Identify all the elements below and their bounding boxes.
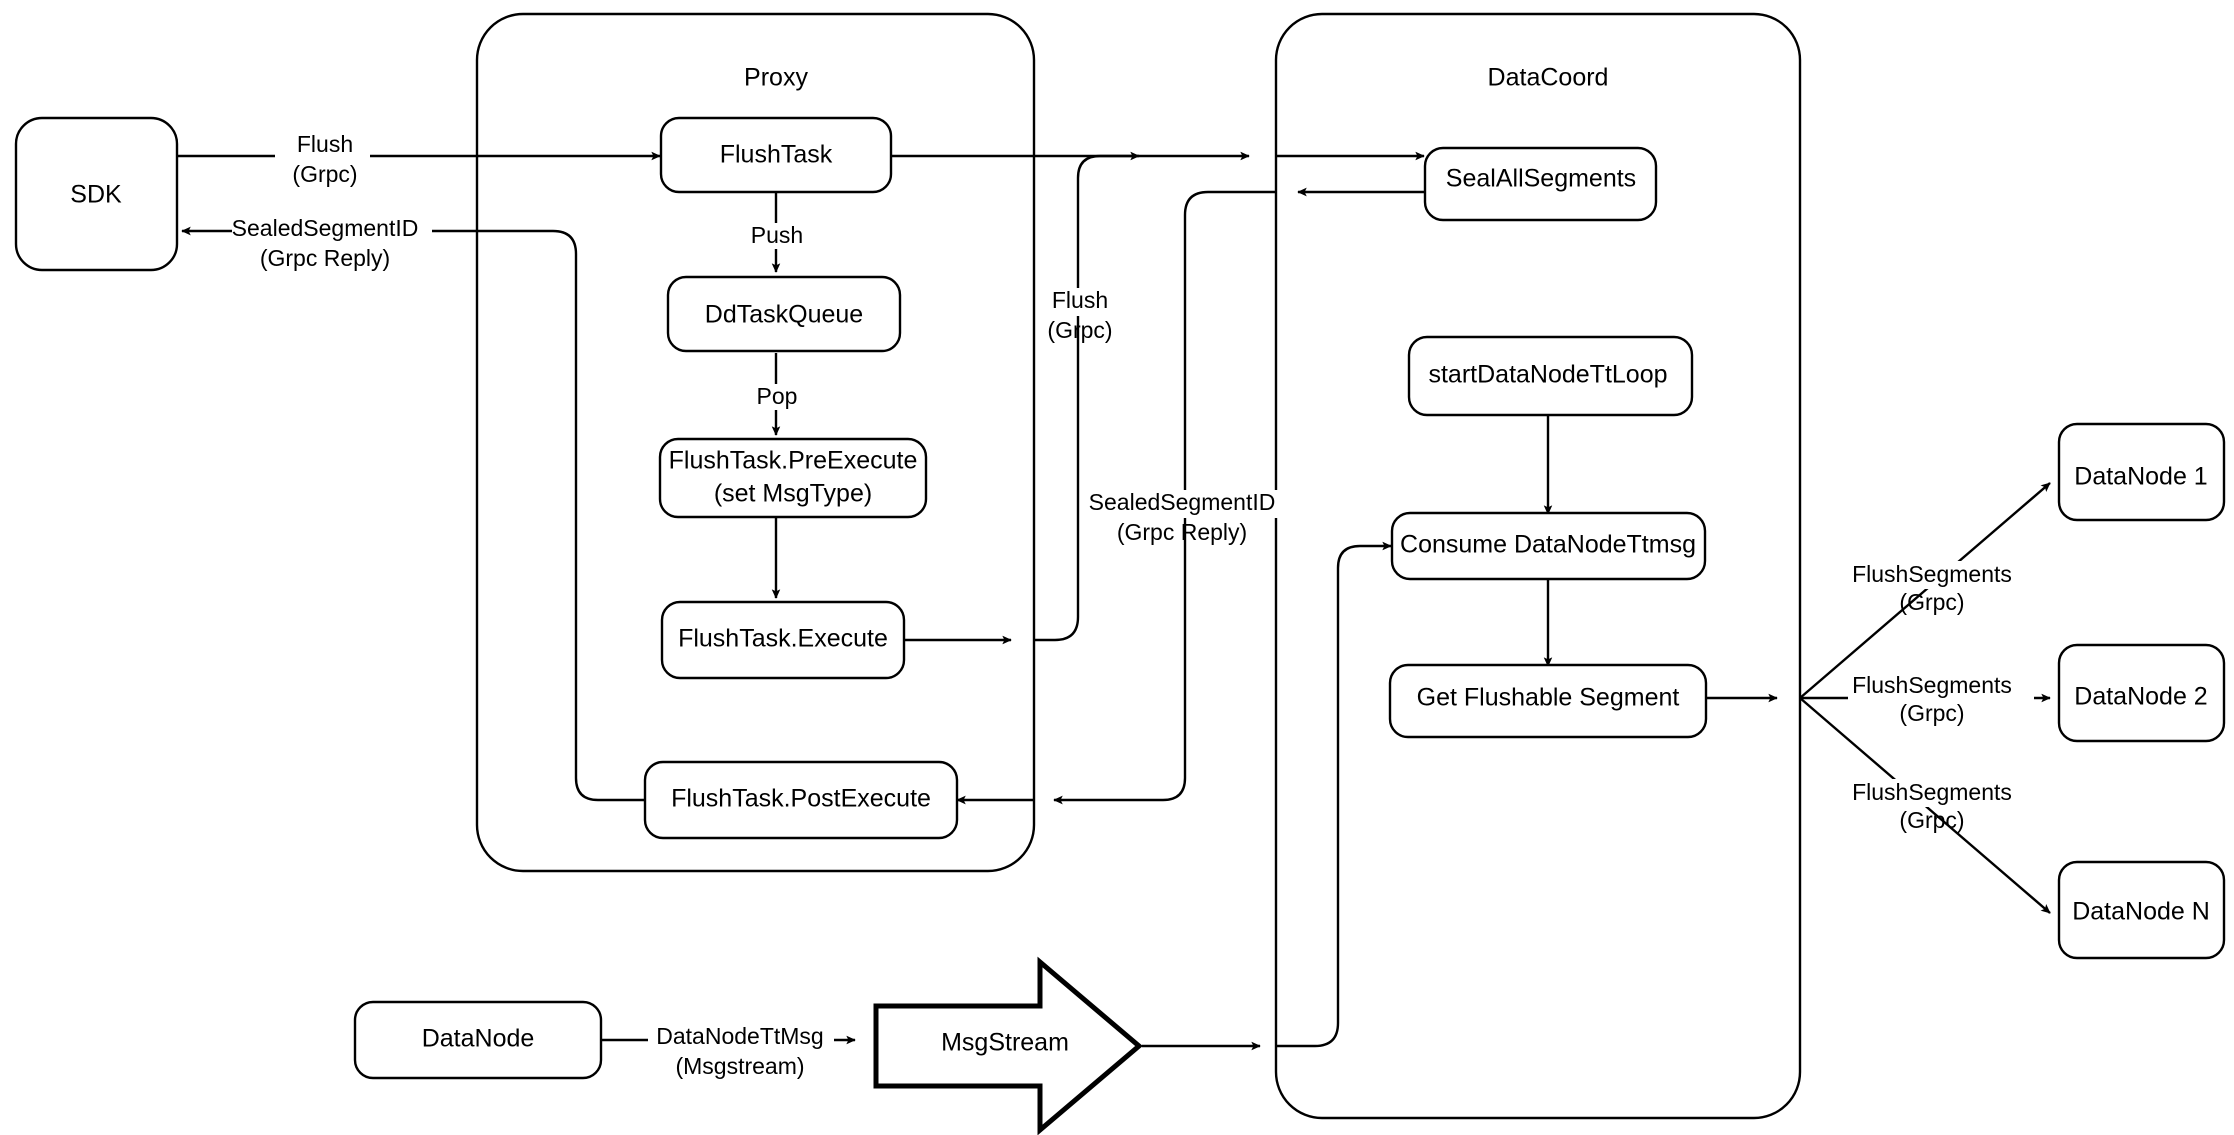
get-flushable-segment-box[interactable] (1388, 663, 1708, 739)
datacoord-title: DataCoord (1488, 64, 1609, 92)
node-flushtask[interactable]: FlushTask (659, 116, 893, 194)
node-sealallsegments[interactable]: SealAllSegments (1423, 146, 1658, 222)
label-coord-flush-line1: Flush (1052, 287, 1108, 313)
node-preexecute[interactable]: FlushTask.PreExecute (set MsgType) (658, 437, 928, 519)
label-sealedsegmentid-line1: SealedSegmentID (232, 215, 419, 241)
node-postexecute[interactable]: FlushTask.PostExecute (643, 760, 959, 840)
edge-label-coord-to-proxy-sealedsegmentid: SealedSegmentID (Grpc Reply) (1089, 489, 1280, 545)
edge-label-push: Push (740, 222, 814, 249)
preexecute-box[interactable] (658, 437, 928, 519)
node-msgstream[interactable]: MsgStream (873, 956, 1143, 1135)
flushtask-box[interactable] (659, 116, 893, 194)
execute-label: FlushTask.Execute (678, 625, 888, 653)
label-flush-line1: Flush (297, 131, 353, 157)
datanode-source-label: DataNode (422, 1025, 535, 1053)
edge-postexecute-return-path (498, 229, 660, 802)
msgstream-label: MsgStream (941, 1029, 1069, 1057)
sealallsegments-box[interactable] (1423, 146, 1658, 222)
postexecute-label: FlushTask.PostExecute (671, 785, 931, 813)
label-flushsegments-1-line2: (Grpc) (1899, 589, 1964, 615)
node-ddtaskqueue[interactable]: DdTaskQueue (666, 275, 902, 353)
edge-label-sdk-flush: Flush (Grpc) (275, 131, 370, 187)
edge-label-proxy-to-coord-flush: Flush (Grpc) (1043, 287, 1137, 343)
consume-datanodettmsg-box[interactable] (1390, 511, 1707, 581)
label-pop: Pop (757, 383, 798, 409)
proxy-title: Proxy (744, 64, 808, 92)
sealallsegments-label: SealAllSegments (1446, 165, 1636, 193)
datanode-2-box[interactable] (2057, 643, 2226, 743)
ddtaskqueue-box[interactable] (666, 275, 902, 353)
startdatanodettloop-label: startDataNodeTtLoop (1428, 361, 1667, 389)
label-push: Push (751, 222, 803, 248)
sdk-label: SDK (70, 181, 122, 209)
msgstream-block-arrow[interactable] (873, 956, 1143, 1135)
node-sdk[interactable]: SDK (14, 116, 179, 272)
node-datanode-2[interactable]: DataNode 2 (2057, 643, 2226, 743)
label-datanodettmsg-line1: DataNodeTtMsg (656, 1023, 823, 1049)
flushtask-label: FlushTask (720, 141, 833, 169)
datanode-source-box[interactable] (353, 1000, 603, 1080)
edge-label-pop: Pop (744, 383, 810, 410)
edge-label-flushsegments-n: FlushSegments (Grpc) (1848, 779, 2034, 833)
get-flushable-segment-label: Get Flushable Segment (1417, 684, 1680, 712)
datanode-n-label: DataNode N (2072, 898, 2210, 926)
preexecute-label-line2: (set MsgType) (714, 480, 872, 508)
edge-label-sealedsegmentid-to-sdk: SealedSegmentID (Grpc Reply) (232, 215, 432, 271)
label-sealedsegmentid-line2: (Grpc Reply) (260, 245, 390, 271)
preexecute-label-line1: FlushTask.PreExecute (669, 447, 918, 475)
node-startdatanodettloop[interactable]: startDataNodeTtLoop (1407, 335, 1694, 417)
label-coord-flush-line2: (Grpc) (1047, 317, 1112, 343)
label-flushsegments-n-line1: FlushSegments (1852, 779, 2012, 805)
sdk-box[interactable] (14, 116, 179, 272)
edge-msgstream-into-consume (1276, 541, 1392, 1048)
edge-fanout-to-datanode-1 (1799, 482, 2051, 699)
label-coord-sealed-line1: SealedSegmentID (1089, 489, 1276, 515)
edge-label-flushsegments-2: FlushSegments (Grpc) (1848, 672, 2034, 726)
label-datanodettmsg-line2: (Msgstream) (675, 1053, 804, 1079)
datanode-1-label: DataNode 1 (2074, 463, 2207, 491)
datanode-1-box[interactable] (2057, 422, 2226, 522)
node-get-flushable-segment[interactable]: Get Flushable Segment (1388, 663, 1708, 739)
postexecute-box[interactable] (643, 760, 959, 840)
consume-datanodettmsg-label: Consume DataNodeTtmsg (1400, 531, 1696, 559)
execute-box[interactable] (660, 600, 906, 680)
edge-label-datanodettmsg: DataNodeTtMsg (Msgstream) (648, 1023, 834, 1079)
edge-label-flushsegments-1: FlushSegments (Grpc) (1848, 561, 2034, 615)
ddtaskqueue-label: DdTaskQueue (705, 301, 863, 329)
label-flush-line2: (Grpc) (292, 161, 357, 187)
label-flushsegments-n-line2: (Grpc) (1899, 807, 1964, 833)
label-coord-sealed-line2: (Grpc Reply) (1117, 519, 1247, 545)
edge-proxy-to-datacoord-flush (1033, 151, 1250, 642)
node-datanode-source[interactable]: DataNode (353, 1000, 603, 1080)
node-datanode-1[interactable]: DataNode 1 (2057, 422, 2226, 522)
node-execute[interactable]: FlushTask.Execute (660, 600, 906, 680)
label-flushsegments-2-line1: FlushSegments (1852, 672, 2012, 698)
startdatanodettloop-box[interactable] (1407, 335, 1694, 417)
label-flushsegments-1-line1: FlushSegments (1852, 561, 2012, 587)
datanode-n-box[interactable] (2057, 860, 2226, 960)
node-consume-datanodettmsg[interactable]: Consume DataNodeTtmsg (1390, 511, 1707, 581)
node-datanode-n[interactable]: DataNode N (2057, 860, 2226, 960)
datanode-2-label: DataNode 2 (2074, 683, 2207, 711)
label-flushsegments-2-line2: (Grpc) (1899, 700, 1964, 726)
